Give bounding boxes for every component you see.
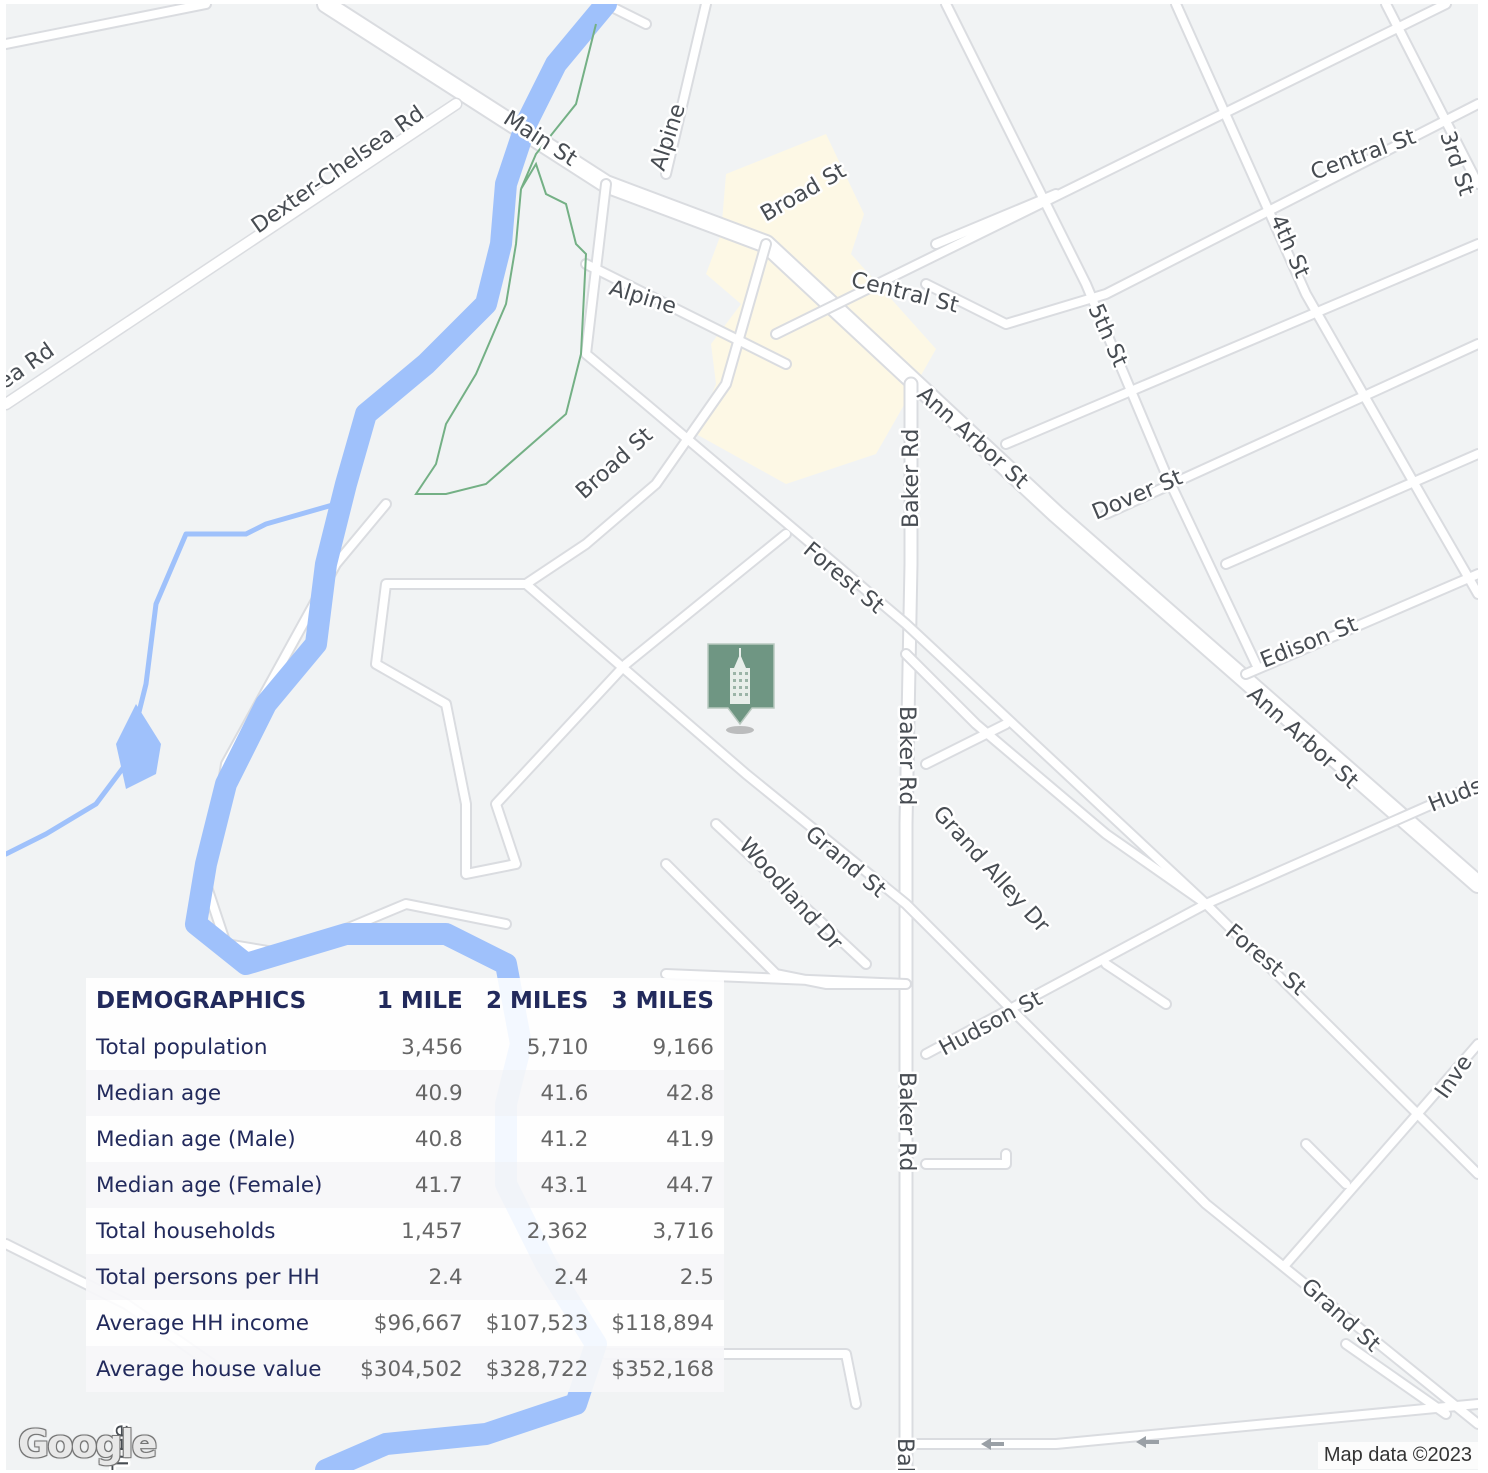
value-2-miles: 2,362 — [526, 1218, 589, 1244]
row-label: Median age (Female) — [86, 1162, 348, 1208]
table-row: Total persons per HH 2.4 2.4 2.5 — [86, 1254, 724, 1300]
value-2-miles: 2.4 — [472, 1254, 599, 1300]
demographics-panel: DEMOGRAPHICS 1 MILE 2 MILES 3 MILES Tota… — [86, 978, 724, 1392]
table-row: Median age 40.9 41.6 42.8 — [86, 1070, 724, 1116]
value-1-mile: 2.4 — [347, 1254, 473, 1300]
demographics-table: DEMOGRAPHICS 1 MILE 2 MILES 3 MILES Tota… — [86, 978, 724, 1392]
value-3-miles: $118,894 — [611, 1310, 714, 1336]
value-2-miles: 41.2 — [540, 1126, 589, 1152]
label-central-st-east: Central St — [1308, 125, 1420, 186]
value-1-mile: $96,667 — [373, 1310, 463, 1336]
value-1-mile: 41.7 — [347, 1162, 473, 1208]
map-attribution[interactable]: Map data ©2023 — [1317, 1442, 1478, 1469]
label-4th-st: 4th St — [1265, 211, 1315, 282]
label-5th-st: 5th St — [1083, 300, 1133, 371]
table-row: Total population 3,456 5,710 9,166 — [86, 1024, 724, 1070]
label-dexter-chelsea-rd: Dexter-Chelsea Rd — [247, 101, 429, 239]
label-forest-st-south: Forest St — [1220, 919, 1311, 1001]
table-row: Median age (Male) 40.8 41.2 41.9 — [86, 1116, 724, 1162]
label-grand-alley-dr: Grand Alley Dr — [928, 801, 1055, 938]
row-label: Total households — [96, 1218, 276, 1244]
label-baker-rd-3: Baker Rd — [894, 1072, 919, 1171]
value-3-miles: 9,166 — [652, 1034, 714, 1060]
one-way-arrows — [981, 1436, 1159, 1450]
row-label: Total persons per HH — [86, 1254, 348, 1300]
value-2-miles: $328,722 — [472, 1346, 599, 1392]
building-icon — [730, 648, 750, 704]
demographics-header-row: DEMOGRAPHICS 1 MILE 2 MILES 3 MILES — [86, 978, 724, 1024]
label-hudson-east: Huds — [1425, 773, 1478, 817]
label-grand-st-north: Grand St — [800, 821, 891, 903]
value-3-miles: 2.5 — [598, 1254, 724, 1300]
label-alpine: Alpine — [606, 276, 679, 320]
value-2-miles: $107,523 — [485, 1310, 589, 1336]
value-1-mile: 40.8 — [414, 1126, 463, 1152]
value-1-mile: 40.9 — [347, 1070, 473, 1116]
value-1-mile: $304,502 — [347, 1346, 473, 1392]
value-1-mile: 3,456 — [401, 1034, 463, 1060]
value-2-miles: 5,710 — [526, 1034, 589, 1060]
header-1-mile: 1 MILE — [376, 988, 463, 1014]
value-3-miles: $352,168 — [598, 1346, 724, 1392]
trail — [414, 23, 597, 495]
label-edison-st: Edison St — [1257, 612, 1362, 674]
header-demographics: DEMOGRAPHICS — [96, 988, 307, 1014]
table-row: Average house value $304,502 $328,722 $3… — [86, 1346, 724, 1392]
table-row: Median age (Female) 41.7 43.1 44.7 — [86, 1162, 724, 1208]
value-2-miles: 43.1 — [472, 1162, 599, 1208]
row-label: Total population — [96, 1034, 268, 1060]
row-label: Median age (Male) — [96, 1126, 296, 1152]
label-tree-partial: Tree — [109, 1424, 134, 1470]
table-row: Average HH income $96,667 $107,523 $118,… — [86, 1300, 724, 1346]
value-3-miles: 44.7 — [598, 1162, 724, 1208]
google-logo[interactable]: Google — [18, 1422, 157, 1466]
label-forest-st-north: Forest St — [798, 537, 889, 619]
value-3-miles: 42.8 — [598, 1070, 724, 1116]
row-label: Average HH income — [96, 1310, 310, 1336]
row-label: Median age — [86, 1070, 348, 1116]
label-baker-rd-1: Baker Rd — [899, 429, 924, 528]
header-3-miles: 3 MILES — [611, 988, 714, 1014]
label-baker-rd-2: Baker Rd — [894, 706, 919, 805]
label-alpine-north: Alpine — [646, 101, 691, 174]
label-baker-rd-4: Bal — [892, 1438, 917, 1470]
label-ann-arbor-st-south: Ann Arbor St — [1242, 682, 1363, 795]
header-2-miles: 2 MILES — [485, 988, 589, 1014]
property-marker[interactable] — [707, 643, 775, 734]
value-2-miles: 41.6 — [472, 1070, 599, 1116]
value-1-mile: 1,457 — [401, 1218, 463, 1244]
value-3-miles: 41.9 — [666, 1126, 714, 1152]
value-3-miles: 3,716 — [652, 1218, 714, 1244]
map-layer: Dexter-Chelsea Rd ea Rd Main St Alpine A… — [6, 4, 1478, 1470]
row-label: Average house value — [86, 1346, 348, 1392]
table-row: Total households 1,457 2,362 3,716 — [86, 1208, 724, 1254]
